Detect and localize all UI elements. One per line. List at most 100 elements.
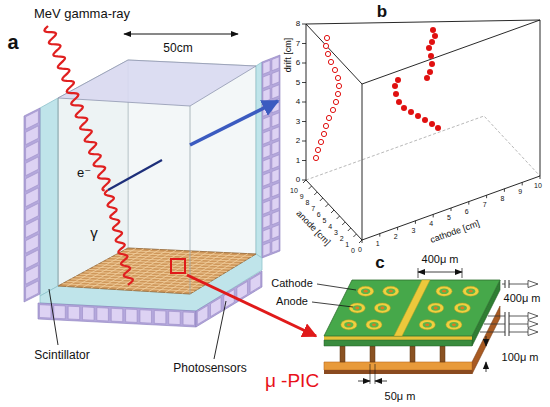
projected-hit	[315, 147, 320, 152]
axis-box-edge	[306, 20, 540, 24]
axis-tick: 4	[429, 220, 433, 227]
axis-tick-mark	[522, 182, 523, 185]
board-edge	[324, 340, 472, 346]
cathode-hole	[449, 322, 458, 328]
axis-tick-mark	[359, 240, 362, 243]
axis-title: anode [cm]	[294, 209, 331, 247]
anode-dot	[355, 307, 359, 310]
photosensor-tile	[154, 310, 165, 323]
photosensor-tile	[26, 110, 39, 129]
anode-dot	[434, 307, 438, 310]
axis-tick: 0	[358, 246, 362, 253]
track-hit	[424, 75, 430, 81]
photosensor-tile	[126, 309, 137, 322]
amplifier-symbol	[528, 313, 538, 320]
projected-hit	[328, 59, 333, 64]
photosensor-tile	[263, 88, 270, 102]
track-hit	[429, 121, 435, 127]
capacitor-symbol	[505, 320, 506, 328]
photosensor-tile	[26, 126, 39, 145]
axis-tick-mark	[486, 195, 487, 198]
track-hit	[393, 91, 399, 97]
gamma-ray-wave	[105, 190, 133, 285]
axis-tick-mark	[303, 180, 306, 183]
axis-tick: 0	[296, 176, 300, 184]
photosensor-tile	[26, 188, 39, 207]
electron-track	[108, 160, 162, 190]
axis-box-edge	[306, 176, 540, 240]
photosensor-tile	[272, 197, 279, 211]
photosensor-tile	[140, 310, 151, 323]
axis-tick: 6	[317, 211, 321, 218]
anode-via	[410, 346, 415, 362]
axis-tick: 2	[394, 233, 398, 240]
cathode-hole	[431, 305, 440, 311]
photosensor-tile	[26, 234, 39, 253]
anode-via	[340, 346, 345, 362]
axis-tick: 6	[296, 59, 300, 67]
photosensor-tile	[263, 186, 270, 200]
projected-hit	[335, 75, 340, 80]
axis-tick-mark	[433, 214, 434, 217]
leader-line	[312, 302, 353, 307]
photosensor-tile	[26, 203, 39, 222]
axis-tick: 9	[518, 188, 522, 195]
dimension-label: 400μ m	[422, 254, 459, 265]
zoom-box	[171, 259, 185, 273]
part-label: Scintillator	[34, 349, 89, 361]
cathode-pad	[366, 320, 382, 330]
photosensor-tile	[26, 157, 39, 176]
axis-box-edge	[362, 84, 363, 240]
cathode-hole	[361, 288, 370, 294]
photosensor-tile	[39, 305, 50, 318]
cathode-pad	[341, 320, 357, 330]
track-hit	[432, 33, 438, 39]
axis-tick: 9	[300, 193, 304, 200]
axis-tick-mark	[325, 204, 328, 207]
axis-tick: 1	[345, 241, 349, 248]
axis-tick-mark	[342, 222, 345, 225]
projected-hit	[324, 35, 329, 40]
dimension-label: 100μ m	[502, 352, 539, 363]
cathode-pad	[428, 303, 444, 313]
axis-tick: 6	[465, 207, 469, 214]
axis-tick-mark	[302, 160, 306, 161]
part-label: Cathode	[271, 278, 313, 289]
part-label: Photosensors	[173, 362, 246, 374]
photosensor-tile-backing	[24, 108, 40, 302]
axis-tick-mark	[302, 43, 306, 44]
track-hit	[429, 39, 435, 45]
detector-edge	[190, 106, 191, 294]
photosensor-tile	[183, 312, 194, 325]
projected-hit	[325, 51, 330, 56]
anode-dot	[372, 323, 376, 326]
track-hit	[415, 113, 421, 119]
photosensor-tile	[83, 307, 94, 320]
amplifier-symbol	[528, 321, 538, 328]
dimension-arrow	[358, 381, 370, 382]
cathode-pad	[436, 286, 452, 296]
axis-tick-mark	[504, 189, 505, 192]
axis-tick-mark	[331, 210, 334, 213]
track-hit	[408, 109, 414, 115]
axis-tick: 5	[323, 217, 327, 224]
anode-dot	[380, 307, 384, 310]
dimension-label: 400μ m	[504, 293, 541, 304]
photosensor-tile-backing	[38, 303, 196, 327]
axis-tick: 7	[311, 205, 315, 212]
dimension-tick	[462, 268, 463, 278]
projected-hit	[333, 99, 338, 104]
axis-tick-mark	[320, 198, 323, 201]
axis-tick-mark	[397, 227, 398, 230]
photosensor-tile	[272, 141, 279, 155]
axis-tick: 0	[351, 247, 355, 254]
photosensor-tile	[26, 281, 39, 300]
leader-line	[214, 301, 226, 359]
anode-strip-layer	[324, 362, 472, 370]
photosensor-tile	[272, 127, 279, 141]
axis-tick-mark	[468, 202, 469, 205]
photosensor-tile	[26, 250, 39, 269]
anode-dot	[425, 323, 429, 326]
